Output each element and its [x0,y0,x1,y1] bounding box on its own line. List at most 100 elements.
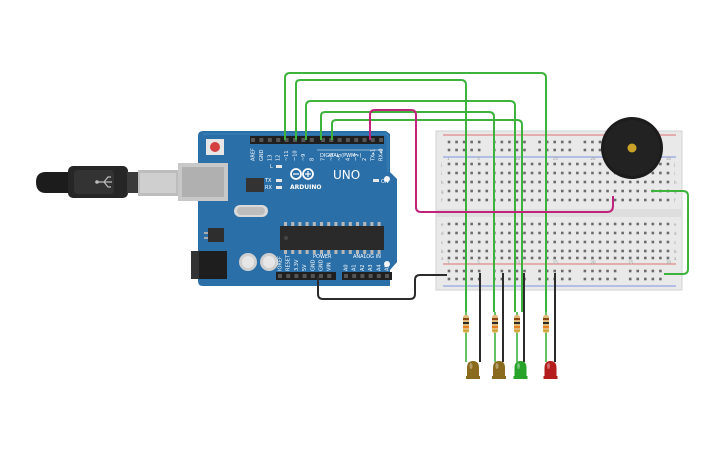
analog-pin-hole[interactable] [368,274,373,278]
breadboard-hole[interactable] [598,162,602,166]
breadboard-hole[interactable] [447,231,451,235]
breadboard-hole[interactable] [500,180,504,184]
breadboard-hole[interactable] [477,189,481,193]
yellow-led[interactable] [492,361,506,379]
breadboard-hole[interactable] [553,189,556,193]
breadboard-hole[interactable] [621,189,624,193]
digital-pin-hole[interactable] [337,138,342,142]
breadboard-hole[interactable] [470,277,473,281]
breadboard-hole[interactable] [508,222,511,226]
breadboard-hole[interactable] [455,180,458,184]
breadboard-hole[interactable] [523,180,526,184]
breadboard-hole[interactable] [485,240,489,244]
breadboard-hole[interactable] [530,162,534,166]
breadboard-hole[interactable] [613,269,617,273]
breadboard-hole[interactable] [455,277,458,281]
breadboard-hole[interactable] [598,277,602,281]
breadboard-hole[interactable] [651,171,655,175]
breadboard-hole[interactable] [515,277,519,281]
breadboard-hole[interactable] [500,249,504,253]
resistor[interactable] [514,315,520,333]
breadboard-hole[interactable] [659,180,662,184]
breadboard-hole[interactable] [583,171,587,175]
breadboard-hole[interactable] [644,249,647,253]
breadboard-hole[interactable] [583,277,587,281]
breadboard-hole[interactable] [455,222,458,226]
wire-black-ground[interactable] [317,274,447,300]
breadboard-hole[interactable] [606,180,609,184]
breadboard-hole[interactable] [508,231,511,235]
breadboard-hole[interactable] [508,171,511,175]
breadboard-hole[interactable] [553,222,556,226]
breadboard-hole[interactable] [568,222,572,226]
breadboard-hole[interactable] [515,269,519,273]
breadboard-hole[interactable] [508,249,511,253]
breadboard-hole[interactable] [538,148,541,152]
wires[interactable] [284,72,689,312]
breadboard-hole[interactable] [651,249,655,253]
breadboard-hole[interactable] [568,269,572,273]
breadboard-hole[interactable] [621,231,624,235]
breadboard-hole[interactable] [659,240,662,244]
breadboard-hole[interactable] [470,148,473,152]
breadboard-hole[interactable] [628,240,632,244]
breadboard-hole[interactable] [591,240,594,244]
analog-pin-hole[interactable] [376,274,381,278]
breadboard-hole[interactable] [545,256,549,260]
breadboard-hole[interactable] [530,222,534,226]
breadboard-hole[interactable] [553,256,556,260]
breadboard-hole[interactable] [447,222,451,226]
breadboard-hole[interactable] [666,240,670,244]
breadboard-hole[interactable] [553,249,556,253]
breadboard-hole[interactable] [591,256,594,260]
breadboard-hole[interactable] [523,256,526,260]
power-pin-hole[interactable] [294,274,299,278]
breadboard-hole[interactable] [515,180,519,184]
breadboard-hole[interactable] [523,198,526,202]
digital-pin-hole[interactable] [276,138,281,142]
breadboard-hole[interactable] [462,140,466,144]
breadboard-hole[interactable] [455,249,458,253]
breadboard-hole[interactable] [560,222,564,226]
breadboard-hole[interactable] [485,198,489,202]
breadboard-hole[interactable] [613,189,617,193]
breadboard-hole[interactable] [636,198,640,202]
wire-magenta-buzzer[interactable] [369,109,614,213]
breadboard-hole[interactable] [447,180,451,184]
breadboard-hole[interactable] [666,222,670,226]
breadboard-hole[interactable] [568,180,572,184]
breadboard-hole[interactable] [553,198,556,202]
analog-pin-hole[interactable] [352,274,357,278]
breadboard-hole[interactable] [628,231,632,235]
breadboard-hole[interactable] [500,162,504,166]
breadboard-hole[interactable] [477,180,481,184]
breadboard-hole[interactable] [651,277,655,281]
breadboard-hole[interactable] [651,269,655,273]
breadboard-hole[interactable] [576,256,579,260]
wire-green-pin8[interactable] [331,119,523,312]
breadboard-hole[interactable] [530,249,534,253]
breadboard-hole[interactable] [591,198,594,202]
breadboard-hole[interactable] [560,162,564,166]
breadboard-hole[interactable] [485,256,489,260]
breadboard-hole[interactable] [651,256,655,260]
breadboard-hole[interactable] [515,222,519,226]
breadboard-hole[interactable] [500,148,504,152]
breadboard-hole[interactable] [530,256,534,260]
breadboard-hole[interactable] [560,148,564,152]
breadboard-hole[interactable] [628,180,632,184]
breadboard-hole[interactable] [530,189,534,193]
breadboard-hole[interactable] [606,198,609,202]
breadboard-hole[interactable] [477,231,481,235]
breadboard-hole[interactable] [455,171,458,175]
breadboard-hole[interactable] [462,162,466,166]
breadboard-hole[interactable] [515,249,519,253]
power-pin-hole[interactable] [310,274,315,278]
breadboard-hole[interactable] [447,269,451,273]
breadboard-hole[interactable] [636,269,640,273]
breadboard-hole[interactable] [644,198,647,202]
breadboard-hole[interactable] [666,256,670,260]
breadboard-hole[interactable] [606,277,609,281]
breadboard-hole[interactable] [560,171,564,175]
